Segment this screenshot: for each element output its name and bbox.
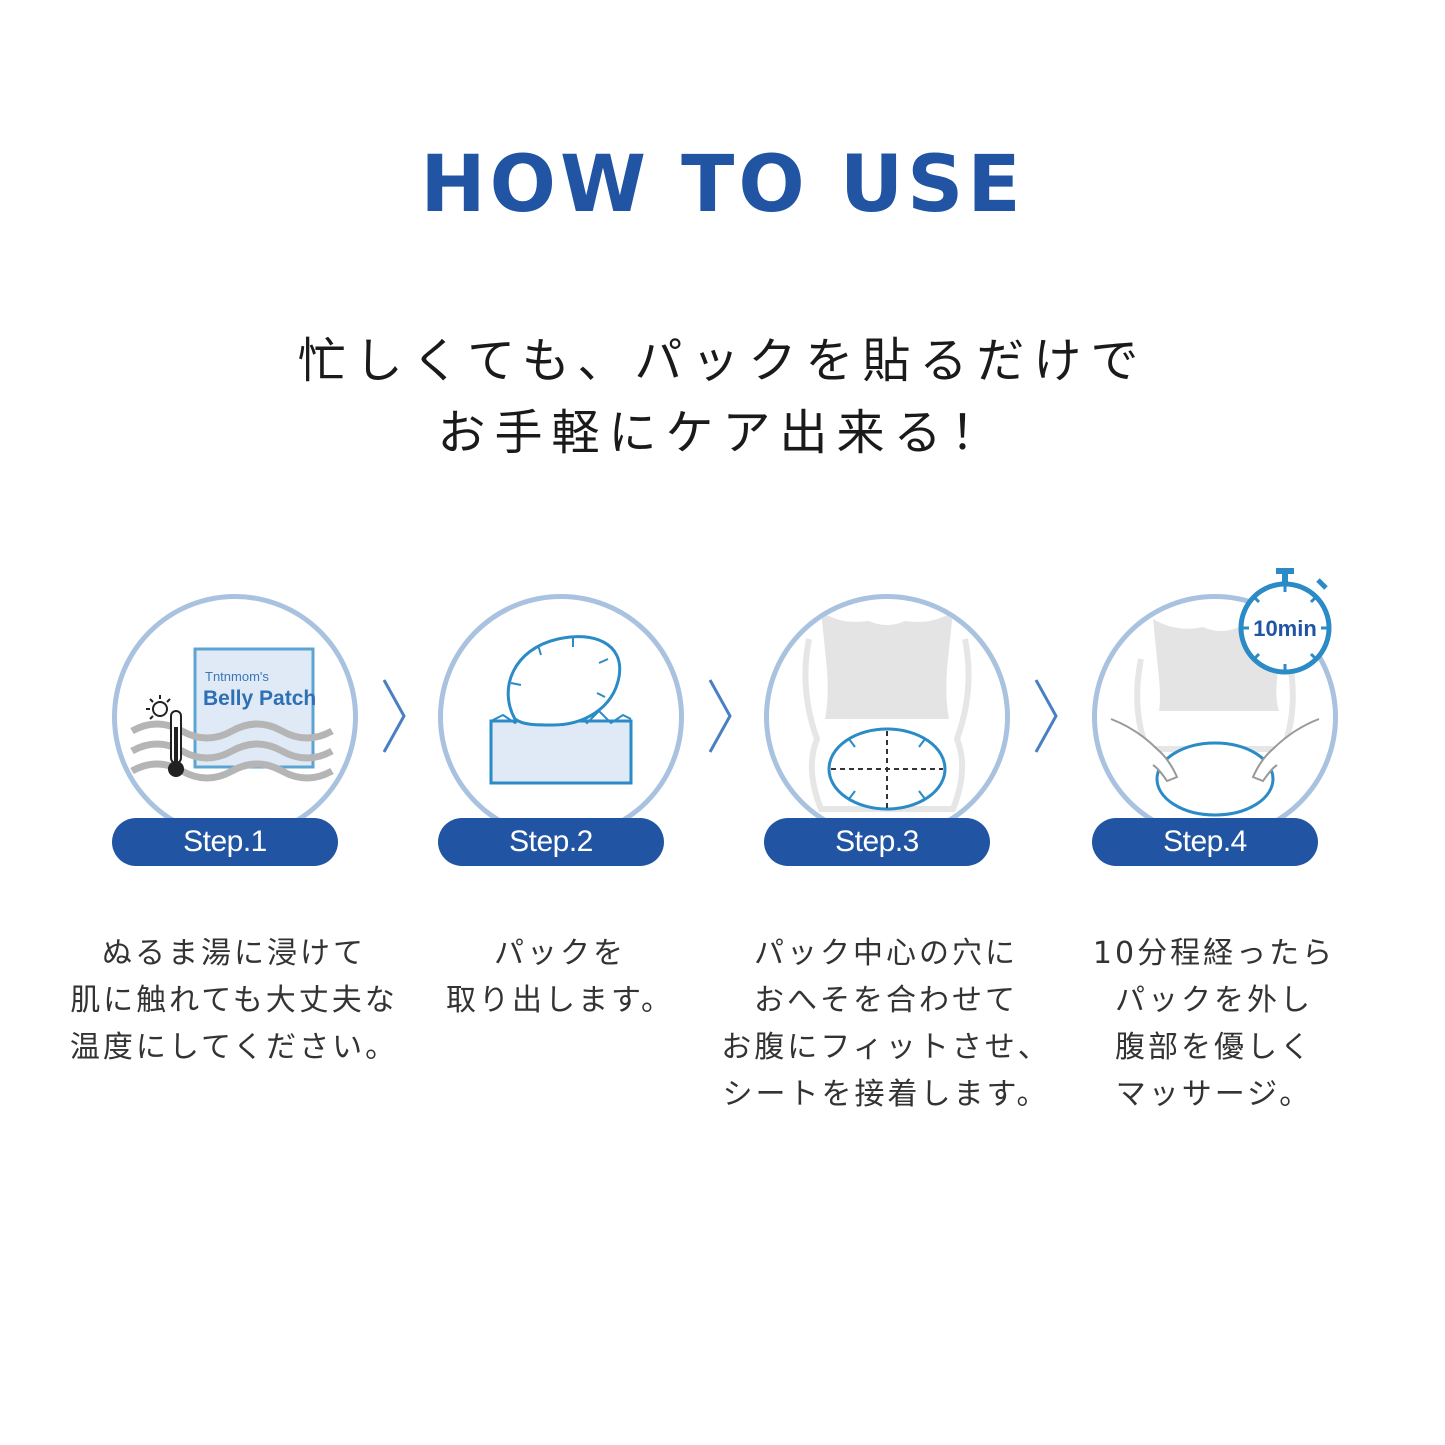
step-3-badge: Step.3 xyxy=(764,818,990,866)
step-4-desc-line: パックを外し xyxy=(1115,983,1313,1018)
page-title: HOW TO USE xyxy=(420,140,1025,230)
step-1-description: ぬるま湯に浸けて 肌に触れても大丈夫な 温度にしてください。 xyxy=(64,930,404,1071)
step-3-desc-line: パック中心の穴に xyxy=(754,936,1018,971)
step-3-desc-line: おへそを合わせて xyxy=(754,983,1018,1018)
step-4-badge: Step.4 xyxy=(1092,818,1318,866)
step-1-desc-line: 肌に触れても大丈夫な xyxy=(70,983,398,1018)
step-1-badge: Step.1 xyxy=(112,818,338,866)
step-1-desc-line: 温度にしてください。 xyxy=(69,1030,399,1065)
subtitle-line-2: お手軽にケア出来る！ xyxy=(437,405,1008,461)
subtitle-line-1: 忙しくても、パックを貼るだけで xyxy=(297,333,1148,389)
step-4-desc-line: 10分程経ったら xyxy=(1092,936,1336,971)
step-2-desc-line: パックを xyxy=(494,936,626,971)
stopwatch-icon: 10min xyxy=(1238,568,1332,675)
chevron-right-icon xyxy=(1034,679,1058,753)
subtitle: 忙しくても、パックを貼るだけで お手軽にケア出来る！ xyxy=(0,325,1445,469)
step-3-desc-line: シートを接着します。 xyxy=(722,1077,1050,1112)
step-4-description: 10分程経ったら パックを外し 腹部を優しく マッサージ。 xyxy=(1044,930,1384,1118)
step-1-desc-line: ぬるま湯に浸けて xyxy=(102,936,366,971)
patch-brand-text: Tntnmom's xyxy=(205,669,269,684)
step-2-illustration xyxy=(438,594,684,840)
step-3-desc-line: お腹にフィットさせ、 xyxy=(721,1030,1051,1065)
chevron-right-icon xyxy=(382,679,406,753)
step-2-badge: Step.2 xyxy=(438,818,664,866)
step-4-illustration xyxy=(1092,594,1338,840)
timer-label: 10min xyxy=(1253,616,1317,641)
step-2-desc-line: 取り出します。 xyxy=(446,983,674,1018)
step-2-description: パックを 取り出します。 xyxy=(390,930,730,1024)
step-1-illustration: Tntnmom's Belly Patch xyxy=(112,594,358,840)
chevron-right-icon xyxy=(708,679,732,753)
thermometer-icon xyxy=(168,710,184,777)
step-4-desc-line: マッサージ。 xyxy=(1115,1077,1313,1112)
sun-icon xyxy=(146,695,171,720)
step-3-description: パック中心の穴に おへそを合わせて お腹にフィットさせ、 シートを接着します。 xyxy=(716,930,1056,1118)
patch-product-text: Belly Patch xyxy=(203,687,316,710)
step-4-desc-line: 腹部を優しく xyxy=(1115,1030,1313,1065)
step-3-illustration xyxy=(764,594,1010,840)
